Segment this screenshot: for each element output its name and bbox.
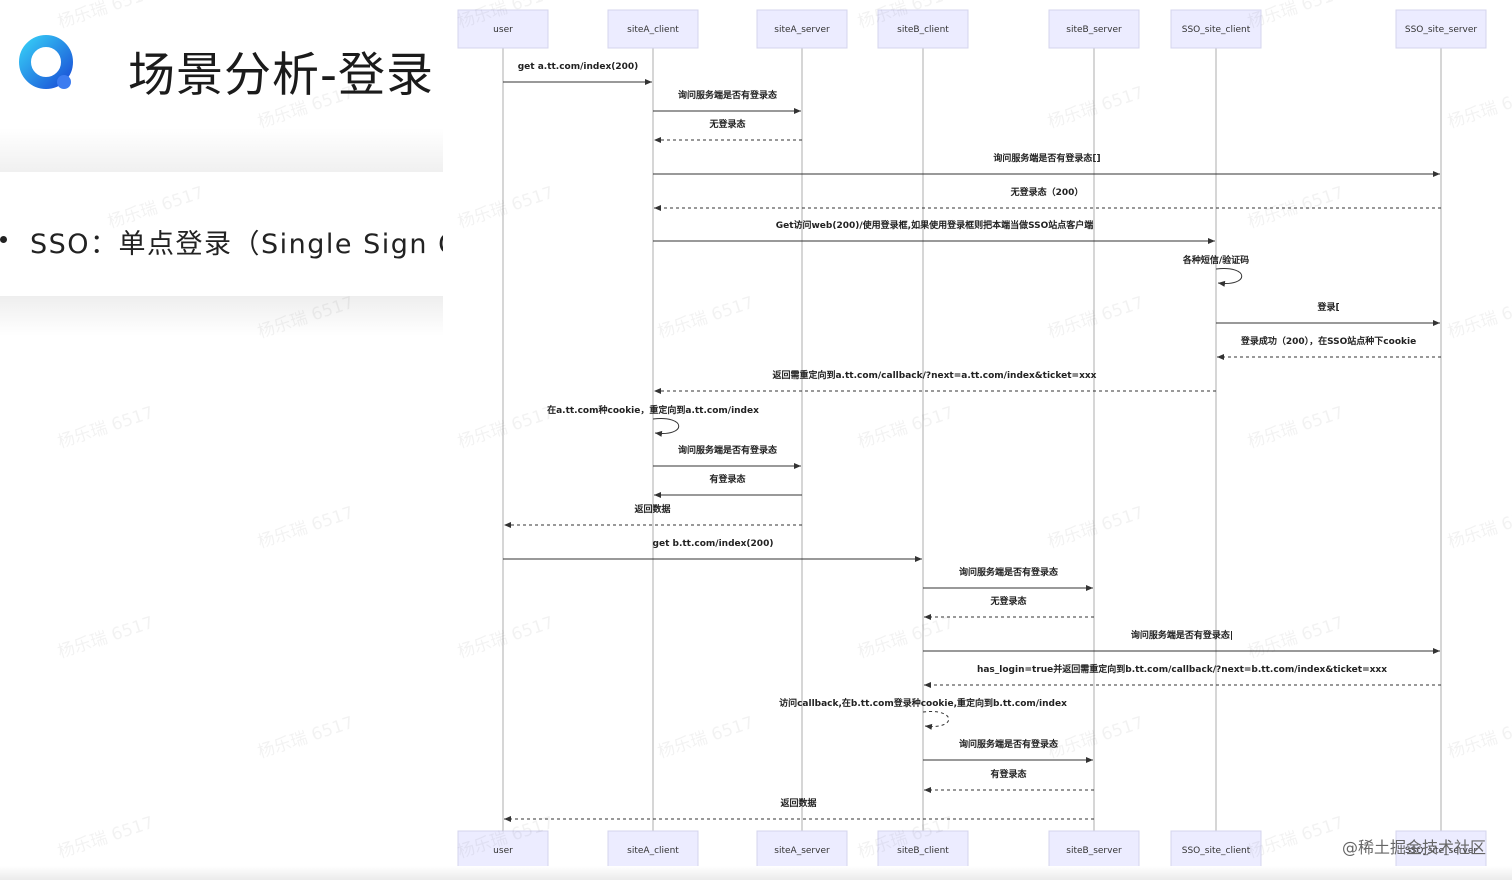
participant-box: [877, 9, 969, 49]
self-message-arrow: [922, 711, 950, 730]
message-label: 询问服务端是否有登录态: [678, 89, 777, 101]
message-label: 各种短信/验证码: [1182, 254, 1249, 266]
participant-label: siteA_server: [774, 846, 830, 856]
credit-text: @稀土掘金技术社区: [1341, 838, 1486, 857]
message-label: 在a.tt.com种cookie，重定向到a.tt.com/index: [547, 404, 759, 416]
participant-box: [1395, 830, 1487, 870]
bullet-band: [0, 172, 443, 296]
participant-box: [607, 9, 699, 49]
self-message-arrow: [652, 418, 680, 437]
participant-label: SSO_site_client: [1182, 846, 1251, 856]
message-label: Get访问web(200)/使用登录框,如果使用登录框则把本端当做SSO站点客户…: [776, 219, 1094, 231]
page-title: 场景分析-登录: [128, 48, 434, 103]
participant-box: [756, 9, 848, 49]
message-label: 返回数据: [780, 797, 816, 809]
title-divider: [0, 128, 443, 172]
participant-label: siteA_server: [774, 25, 830, 35]
participant-label: SSO_site_client: [1182, 25, 1251, 35]
message-label: 询问服务端是否有登录态: [678, 444, 777, 456]
participant-label: SSO_site_server: [1405, 25, 1478, 35]
q-logo-icon: [19, 35, 73, 89]
participant-box: [457, 9, 549, 49]
band-divider: [0, 296, 443, 336]
message-label: 返回需重定向到a.tt.com/callback/?next=a.tt.com/…: [772, 369, 1096, 381]
participant-label: user: [493, 25, 513, 35]
message-label: get a.tt.com/index(200): [518, 62, 639, 72]
message-label: 无登录态（200）: [1010, 186, 1084, 198]
message-label: 询问服务端是否有登录态[]: [993, 152, 1100, 164]
participant-box: [756, 830, 848, 870]
participant-box: [607, 830, 699, 870]
participant-box: [1048, 9, 1140, 49]
bullet-text: SSO：单点登录（Single Sign On: [30, 229, 443, 260]
message-label: 询问服务端是否有登录态: [959, 566, 1058, 578]
message-label: has_login=true并返回需重定向到b.tt.com/callback/…: [977, 663, 1387, 675]
participant-label: siteA_client: [627, 846, 679, 856]
message-label: 有登录态: [990, 768, 1026, 780]
participant-label: siteB_client: [897, 846, 949, 856]
message-label: 询问服务端是否有登录态: [959, 738, 1058, 750]
participant-label: SSO_site_server: [1405, 846, 1478, 856]
participant-box: [1170, 9, 1262, 49]
participant-label: siteB_server: [1066, 846, 1122, 856]
message-label: 无登录态: [989, 595, 1026, 607]
bullet-dot: [0, 236, 7, 243]
bottom-shadow: [0, 866, 1512, 880]
participant-label: user: [493, 846, 513, 856]
participant-box: [1170, 830, 1262, 870]
message-label: 有登录态: [709, 473, 745, 485]
sequence-diagram: user user siteA_client siteA_client siteA_se…: [443, 0, 1512, 876]
participant-label: siteA_client: [627, 25, 679, 35]
message-label: 登录[: [1316, 301, 1339, 313]
participant-label: siteB_client: [897, 25, 949, 35]
message-label: get b.tt.com/index(200): [653, 539, 774, 549]
participant-box: [1395, 9, 1487, 49]
message-label: 询问服务端是否有登录态|: [1131, 629, 1233, 641]
message-label: 登录成功（200），在SSO站点种下cookie: [1240, 335, 1416, 347]
sequence-diagram-svg: user user siteA_client siteA_client siteA_se…: [457, 9, 1487, 870]
participant-box: [1048, 830, 1140, 870]
message-label: 访问callback,在b.tt.com登录种cookie,重定向到b.tt.c…: [779, 697, 1067, 709]
slide-left-panel: 场景分析-登录 SSO：单点登录（Single Sign On: [0, 0, 443, 880]
message-label: 返回数据: [634, 503, 670, 515]
participant-label: siteB_server: [1066, 25, 1122, 35]
message-label: 无登录态: [708, 118, 745, 130]
self-message-arrow: [1215, 268, 1243, 287]
participant-box: [877, 830, 969, 870]
